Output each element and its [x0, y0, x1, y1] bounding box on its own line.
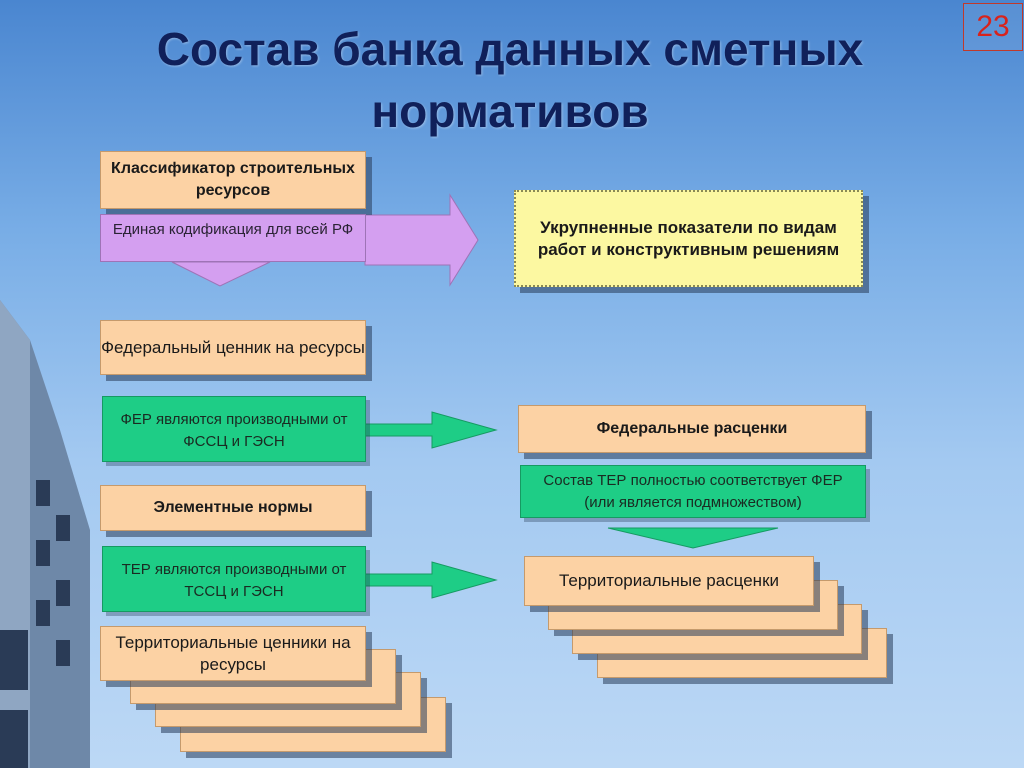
- territorial-rates-box: Территориальные расценки: [524, 556, 814, 606]
- aggregated-indicators-box: Укрупненные показатели по видам работ и …: [514, 190, 863, 287]
- arrow-right-icon: [364, 561, 498, 599]
- federal-rates-box: Федеральные расценки: [518, 405, 866, 453]
- arrow-right-icon: [364, 193, 479, 287]
- page-number: 23: [963, 3, 1023, 51]
- arrow-down-icon: [171, 261, 271, 287]
- building-background-image: [0, 300, 90, 768]
- ter-composition-box: Состав ТЕР полностью соответствует ФЕР (…: [520, 465, 866, 518]
- fer-derived-box: ФЕР являются производными от ФССЦ и ГЭСН: [102, 396, 366, 462]
- slide-title: Состав банка данных сметных нормативов: [156, 23, 864, 137]
- unified-coding-box: Единая кодификация для всей РФ: [100, 214, 366, 262]
- arrow-right-icon: [364, 411, 498, 449]
- federal-price-list-box: Федеральный ценник на ресурсы: [100, 320, 366, 375]
- territorial-price-lists-box: Территориальные ценники на ресурсы: [100, 626, 366, 681]
- classifier-box: Классификатор строительных ресурсов: [100, 151, 366, 209]
- arrow-down-icon: [607, 527, 779, 549]
- element-norms-box: Элементные нормы: [100, 485, 366, 531]
- ter-derived-box: ТЕР являются производными от ТССЦ и ГЭСН: [102, 546, 366, 612]
